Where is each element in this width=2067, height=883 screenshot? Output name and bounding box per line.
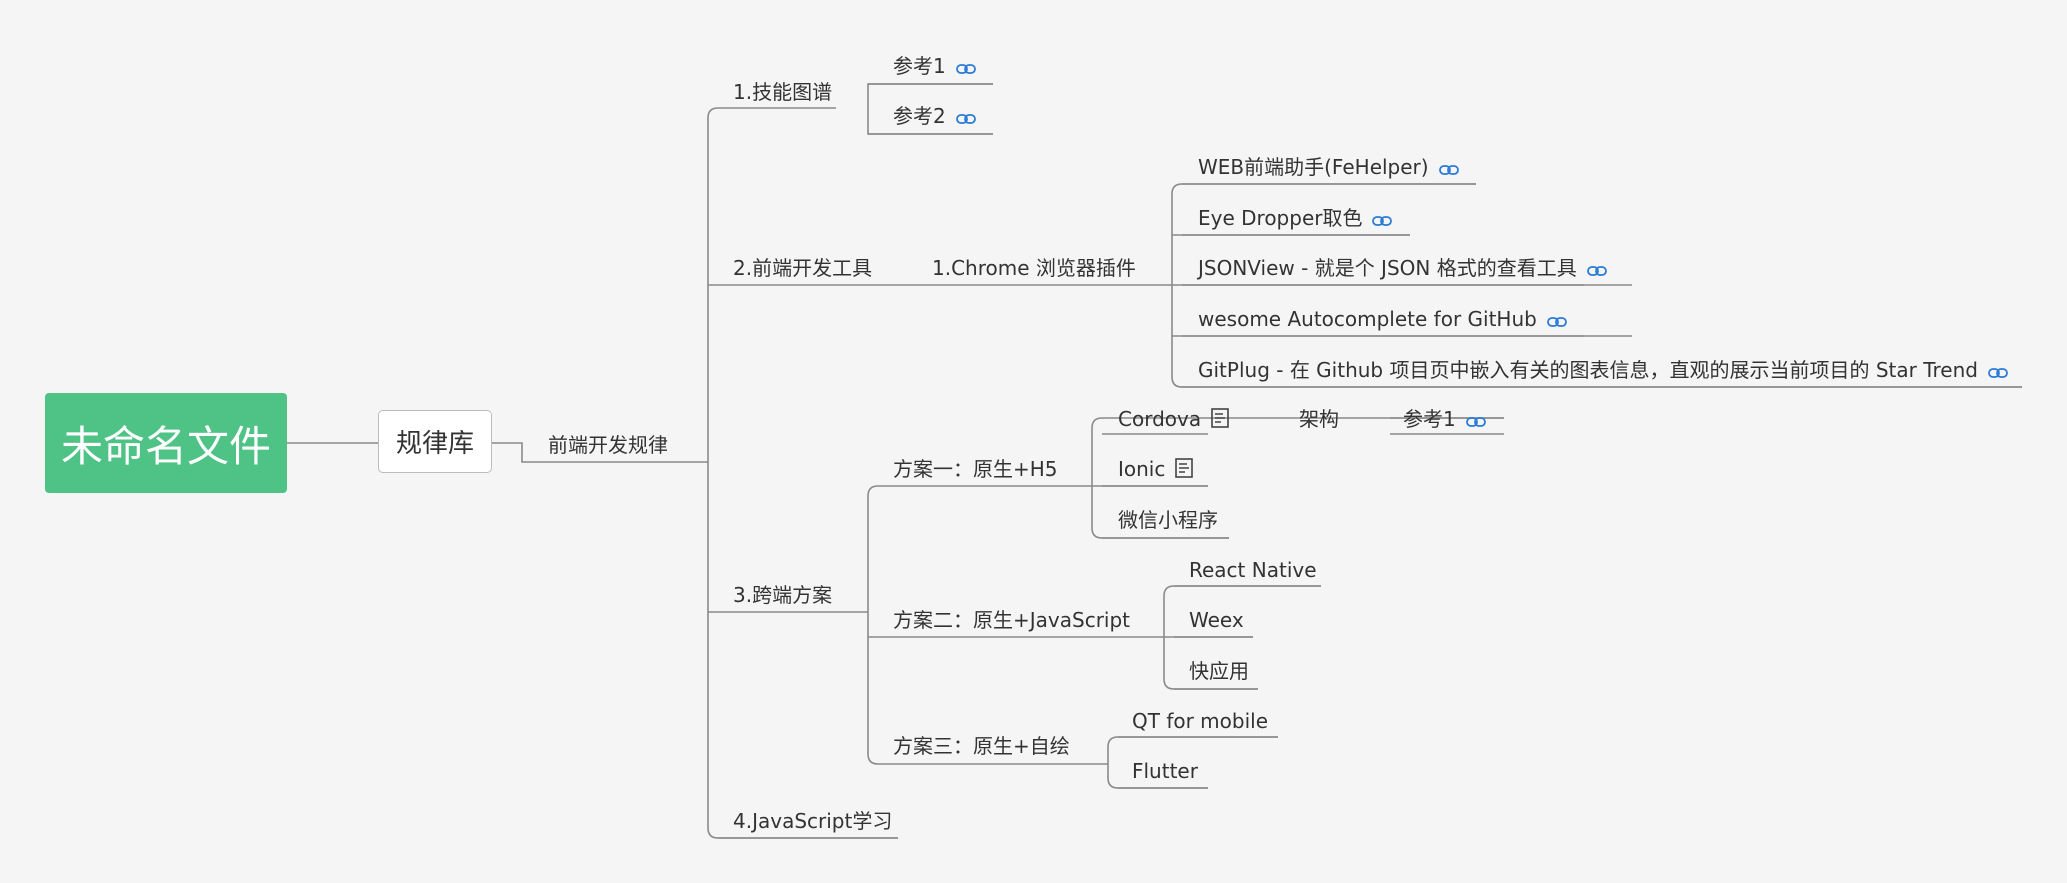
topic-label: Ionic xyxy=(1118,457,1166,481)
topic-gitplug[interactable]: GitPlug - 在 Github 项目页中嵌入有关的图表信息，直观的展示当前… xyxy=(1198,357,2008,385)
topic-ionic[interactable]: Ionic xyxy=(1118,456,1194,484)
topic-plan-two[interactable]: 方案二：原生+JavaScript xyxy=(893,608,1131,632)
topic-label: 参考1 xyxy=(1403,407,1456,431)
topic-plan-three[interactable]: 方案三：原生+自绘 xyxy=(893,734,1070,758)
topic-frontend-rules[interactable]: 前端开发规律 xyxy=(548,433,668,457)
link-icon[interactable] xyxy=(1465,408,1486,434)
topic-architecture[interactable]: 架构 xyxy=(1299,407,1339,431)
link-icon[interactable] xyxy=(1546,308,1567,334)
topic-label: 参考2 xyxy=(893,104,946,128)
topic-ref2[interactable]: 参考2 xyxy=(893,103,976,131)
topic-wechat-miniprogram[interactable]: 微信小程序 xyxy=(1118,508,1218,532)
topic-label: wesome Autocomplete for GitHub xyxy=(1198,307,1537,331)
topic-label: Eye Dropper取色 xyxy=(1198,206,1363,230)
topic-cross-platform[interactable]: 3.跨端方案 xyxy=(733,583,833,607)
topic-label: 参考1 xyxy=(893,54,946,78)
topic-label: Cordova xyxy=(1118,407,1202,431)
link-icon[interactable] xyxy=(1988,359,2008,385)
topic-skill-map[interactable]: 1.技能图谱 xyxy=(733,80,833,104)
topic-cordova-ref1[interactable]: 参考1 xyxy=(1403,406,1486,434)
topic-weex[interactable]: Weex xyxy=(1189,608,1244,632)
topic-plan-one[interactable]: 方案一：原生+H5 xyxy=(893,457,1058,481)
topic-label: WEB前端助手(FeHelper) xyxy=(1198,155,1429,179)
link-icon[interactable] xyxy=(1586,257,1607,283)
topic-chrome-plugins[interactable]: 1.Chrome 浏览器插件 xyxy=(932,256,1136,280)
topic-jsonview[interactable]: JSONView - 就是个 JSON 格式的查看工具 xyxy=(1198,255,1607,283)
topic-frontend-tools[interactable]: 2.前端开发工具 xyxy=(733,256,873,280)
topic-qt-mobile[interactable]: QT for mobile xyxy=(1132,709,1269,733)
topic-autocomplete-github[interactable]: wesome Autocomplete for GitHub xyxy=(1198,306,1567,334)
topic-flutter[interactable]: Flutter xyxy=(1132,759,1198,783)
topic-ref1[interactable]: 参考1 xyxy=(893,53,976,81)
link-icon[interactable] xyxy=(955,55,976,81)
main-topic[interactable]: 规律库 xyxy=(378,410,492,473)
note-icon[interactable] xyxy=(1211,407,1229,434)
note-icon[interactable] xyxy=(1175,457,1194,484)
topic-fehelper[interactable]: WEB前端助手(FeHelper) xyxy=(1198,154,1459,182)
topic-react-native[interactable]: React Native xyxy=(1189,558,1317,582)
topic-cordova[interactable]: Cordova xyxy=(1118,406,1229,434)
topic-label: GitPlug - 在 Github 项目页中嵌入有关的图表信息，直观的展示当前… xyxy=(1198,358,1978,382)
link-icon[interactable] xyxy=(955,105,976,131)
topic-quick-app[interactable]: 快应用 xyxy=(1189,659,1249,683)
topic-label: JSONView - 就是个 JSON 格式的查看工具 xyxy=(1198,256,1577,280)
topic-eye-dropper[interactable]: Eye Dropper取色 xyxy=(1198,205,1393,233)
link-icon[interactable] xyxy=(1372,207,1393,233)
topic-javascript-learning[interactable]: 4.JavaScript学习 xyxy=(733,809,893,833)
link-icon[interactable] xyxy=(1438,156,1459,182)
root-topic[interactable]: 未命名文件 xyxy=(45,393,287,493)
